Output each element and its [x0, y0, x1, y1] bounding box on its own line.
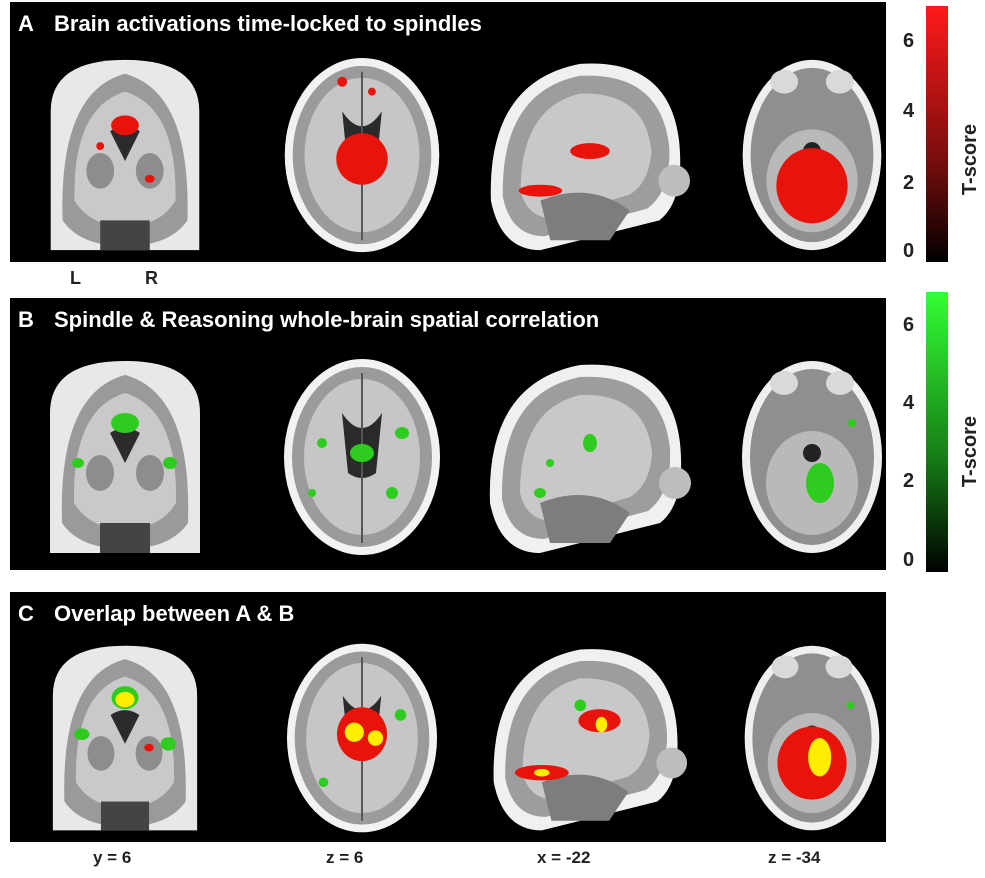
panel-a-brains: [10, 50, 886, 262]
brain-axial-b: [272, 353, 452, 563]
colorbar-green-tick-6: 6: [903, 314, 915, 336]
panel-a: A Brain activations time-locked to spind…: [10, 2, 886, 262]
brain-sagittal-a: [480, 52, 695, 260]
brain-coronal-b: [30, 353, 220, 563]
colorbar-red-label: T-score: [959, 123, 982, 196]
panel-b: B Spindle & Reasoning whole-brain spatia…: [10, 298, 886, 570]
panel-c: C Overlap between A & B: [10, 592, 886, 842]
colorbar-green: [926, 292, 948, 572]
orientation-right-label: R: [145, 268, 158, 288]
coordinate-label-sagittal: x = -22: [537, 848, 591, 867]
panel-b-letter: B: [18, 307, 34, 332]
colorbar-green-label: T-score: [959, 415, 982, 488]
colorbar-green-tick-0: 0: [903, 549, 915, 571]
colorbar-red-tick-4: 4: [903, 100, 915, 122]
panel-c-letter: C: [18, 601, 34, 626]
coordinate-label-axial-2: z = -34: [768, 848, 821, 867]
panel-a-letter: A: [18, 11, 34, 36]
brain-axial-inferior-a: [732, 52, 892, 260]
colorbar-red: [926, 6, 948, 262]
brain-axial-c: [272, 638, 452, 840]
brain-axial-inferior-b: [732, 353, 892, 563]
coordinate-label-coronal: y = 6: [93, 848, 132, 867]
brain-axial-a: [272, 52, 452, 260]
brain-coronal-a: [30, 52, 220, 260]
colorbar-green-tick-2: 2: [903, 470, 915, 492]
brain-sagittal-c: [480, 638, 695, 840]
orientation-left-label: L: [70, 268, 81, 288]
coordinate-label-axial-1: z = 6: [326, 848, 364, 867]
colorbar-green-tick-4: 4: [903, 392, 915, 414]
colorbar-red-tick-6: 6: [903, 30, 915, 52]
brain-axial-inferior-c: [732, 638, 892, 840]
panel-b-brains: [10, 346, 886, 570]
brain-coronal-c: [30, 638, 220, 840]
panel-c-brains: [10, 636, 886, 842]
panel-c-title: Overlap between A & B: [54, 601, 295, 626]
colorbar-red-tick-0: 0: [903, 240, 915, 262]
brain-sagittal-b: [480, 353, 695, 563]
colorbar-red-tick-2: 2: [903, 172, 915, 194]
panel-b-title: Spindle & Reasoning whole-brain spatial …: [54, 307, 600, 332]
panel-a-title: Brain activations time-locked to spindle…: [54, 11, 482, 36]
